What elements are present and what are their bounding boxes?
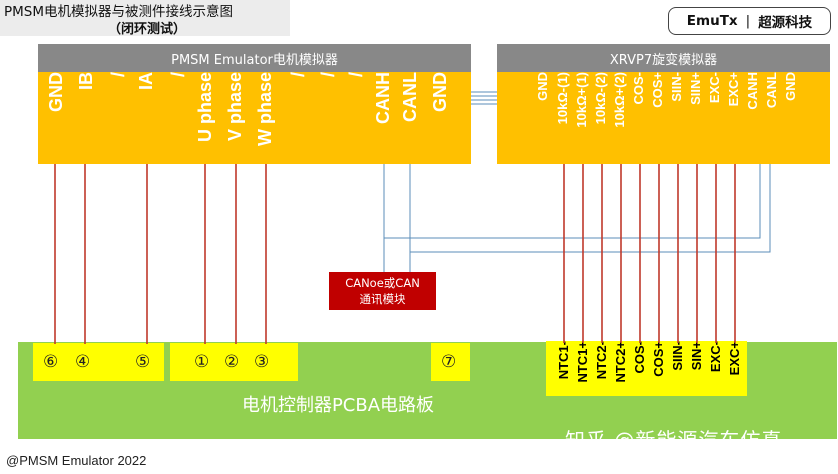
resolver-header-label: XRVP7旋变模拟器 bbox=[609, 52, 718, 68]
can-bus-wires bbox=[383, 91, 771, 272]
resolver-header: XRVP7旋变模拟器 bbox=[497, 44, 830, 72]
brand-logo: EmuTx | 超源科技 bbox=[668, 7, 831, 35]
watermark: 知乎 @新能源汽车仿真 bbox=[565, 428, 783, 452]
logo-separator: | bbox=[745, 13, 751, 29]
diagram-title: PMSM电机模拟器与被测件接线示意图 bbox=[4, 4, 234, 20]
pcb-connector-2: ② bbox=[224, 352, 240, 372]
footer-copyright: @PMSM Emulator 2022 bbox=[6, 453, 147, 468]
pcb-connector-6: ⑥ bbox=[43, 352, 59, 372]
can-module: CANoe或CAN 通讯模块 bbox=[329, 272, 436, 310]
pcb-connector-4: ④ bbox=[75, 352, 91, 372]
logo-name: 超源科技 bbox=[758, 15, 813, 31]
emulator-header: PMSM Emulator电机模拟器 bbox=[38, 44, 471, 72]
pcb-connector-group-1: ⑥ ④ ⑤ bbox=[33, 343, 164, 381]
can-module-line1: CANoe或CAN bbox=[345, 276, 420, 290]
title-box bbox=[0, 0, 290, 36]
emulator-header-label: PMSM Emulator电机模拟器 bbox=[171, 52, 338, 68]
pcb-connector-group-3: ⑦ bbox=[431, 343, 470, 381]
power-wires bbox=[54, 164, 267, 344]
emulator-terminal-block: GND IB / IA / U phase V phase W phase / … bbox=[38, 72, 471, 164]
wire-can-h-emulator bbox=[383, 164, 761, 239]
pcb-connector-3: ③ bbox=[254, 352, 270, 372]
logo-brand: EmuTx bbox=[686, 13, 738, 29]
resolver-wires bbox=[563, 164, 736, 343]
wire-can-l-emulator bbox=[409, 164, 771, 253]
pcb-connector-5: ⑤ bbox=[135, 352, 151, 372]
resolver-terminal-block: GND 10kΩ-(1) 10kΩ+(1) 10kΩ-(2) 10kΩ+(2) … bbox=[497, 72, 830, 164]
pcb-connector-7: ⑦ bbox=[441, 352, 457, 372]
pcb-connector-group-2: ① ② ③ bbox=[170, 343, 298, 381]
pcb-resolver-connector: NTC1- NTC1+ NTC2- NTC2+ COS- COS+ SIIN- … bbox=[546, 341, 747, 396]
diagram-subtitle: （闭环测试） bbox=[108, 22, 187, 37]
pcba-label: 电机控制器PCBA电路板 bbox=[241, 395, 435, 416]
pcb-connector-1: ① bbox=[194, 352, 210, 372]
can-module-line2: 通讯模块 bbox=[359, 292, 406, 306]
